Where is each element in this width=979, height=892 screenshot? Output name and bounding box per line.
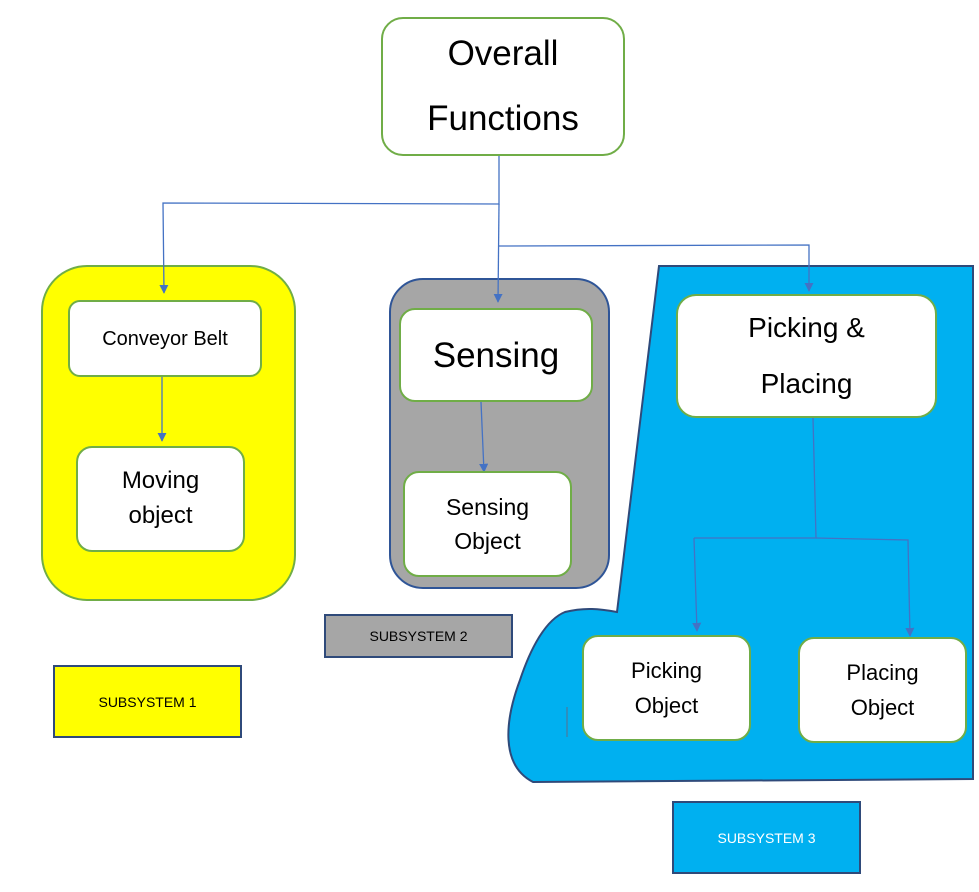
connector-overall-to-picking-placing bbox=[498, 244, 814, 292]
placing-object-node: Placing Object bbox=[798, 637, 967, 743]
sensing-node: Sensing bbox=[399, 308, 593, 402]
conveyor-belt-node: Conveyor Belt bbox=[68, 300, 262, 377]
overall-functions-node: Overall Functions bbox=[381, 17, 625, 156]
subsystem-2-label: SUBSYSTEM 2 bbox=[324, 614, 513, 658]
connector-split-to-placing-object bbox=[815, 537, 915, 637]
connector-split-to-picking-object bbox=[692, 537, 702, 632]
picking-object-node: Picking Object bbox=[582, 635, 751, 741]
picking-placing-node: Picking & Placing bbox=[676, 294, 937, 418]
connector-sensing-to-sensing-object bbox=[479, 401, 489, 473]
connector-overall-to-sensing bbox=[493, 203, 503, 303]
moving-object-node: Moving object bbox=[76, 446, 245, 552]
sensing-object-node: Sensing Object bbox=[403, 471, 572, 577]
subsystem-3-label: SUBSYSTEM 3 bbox=[672, 801, 861, 874]
subsystem-1-label: SUBSYSTEM 1 bbox=[53, 665, 242, 738]
connector-overall-to-conveyor bbox=[159, 156, 500, 294]
